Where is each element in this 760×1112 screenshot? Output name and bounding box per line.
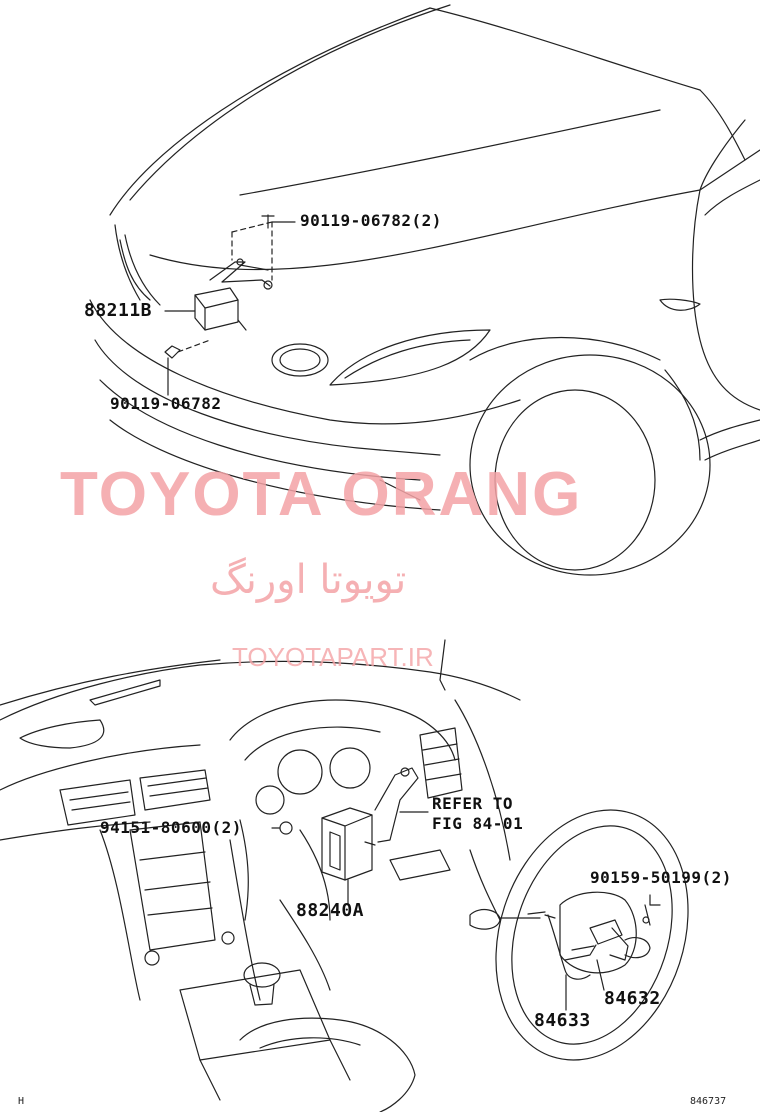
part-label-bolt-top[interactable]: 90119-06782(2) xyxy=(300,211,442,230)
refer-note-line2[interactable]: FIG 84-01 xyxy=(432,814,524,833)
part-label-sensor[interactable]: 88211B xyxy=(84,300,153,321)
footer-left-code: H xyxy=(18,1096,25,1107)
watermark-brand: TOYOTA ORANG xyxy=(60,460,583,529)
part-label-screw[interactable]: 90159-50199(2) xyxy=(590,868,732,887)
car-front-illustration xyxy=(89,4,760,576)
refer-note-line1: REFER TO xyxy=(432,794,514,813)
interior-illustration xyxy=(0,639,521,1112)
part-label-bolt-bottom[interactable]: 90119-06782 xyxy=(110,394,222,413)
figure-id: 846737 xyxy=(690,1096,727,1107)
part-label-computer[interactable]: 88240A xyxy=(296,900,365,921)
part-label-switch[interactable]: 84632 xyxy=(604,988,661,1009)
watermark-brand-persian: تویوتا اورنگ xyxy=(210,557,407,603)
steering-wheel-illustration xyxy=(469,809,689,1061)
watermark-url: TOYOTAPART.IR xyxy=(232,642,434,672)
part-label-wire[interactable]: 84633 xyxy=(534,1010,591,1031)
part-label-nut[interactable]: 94151-80600(2) xyxy=(100,818,242,837)
